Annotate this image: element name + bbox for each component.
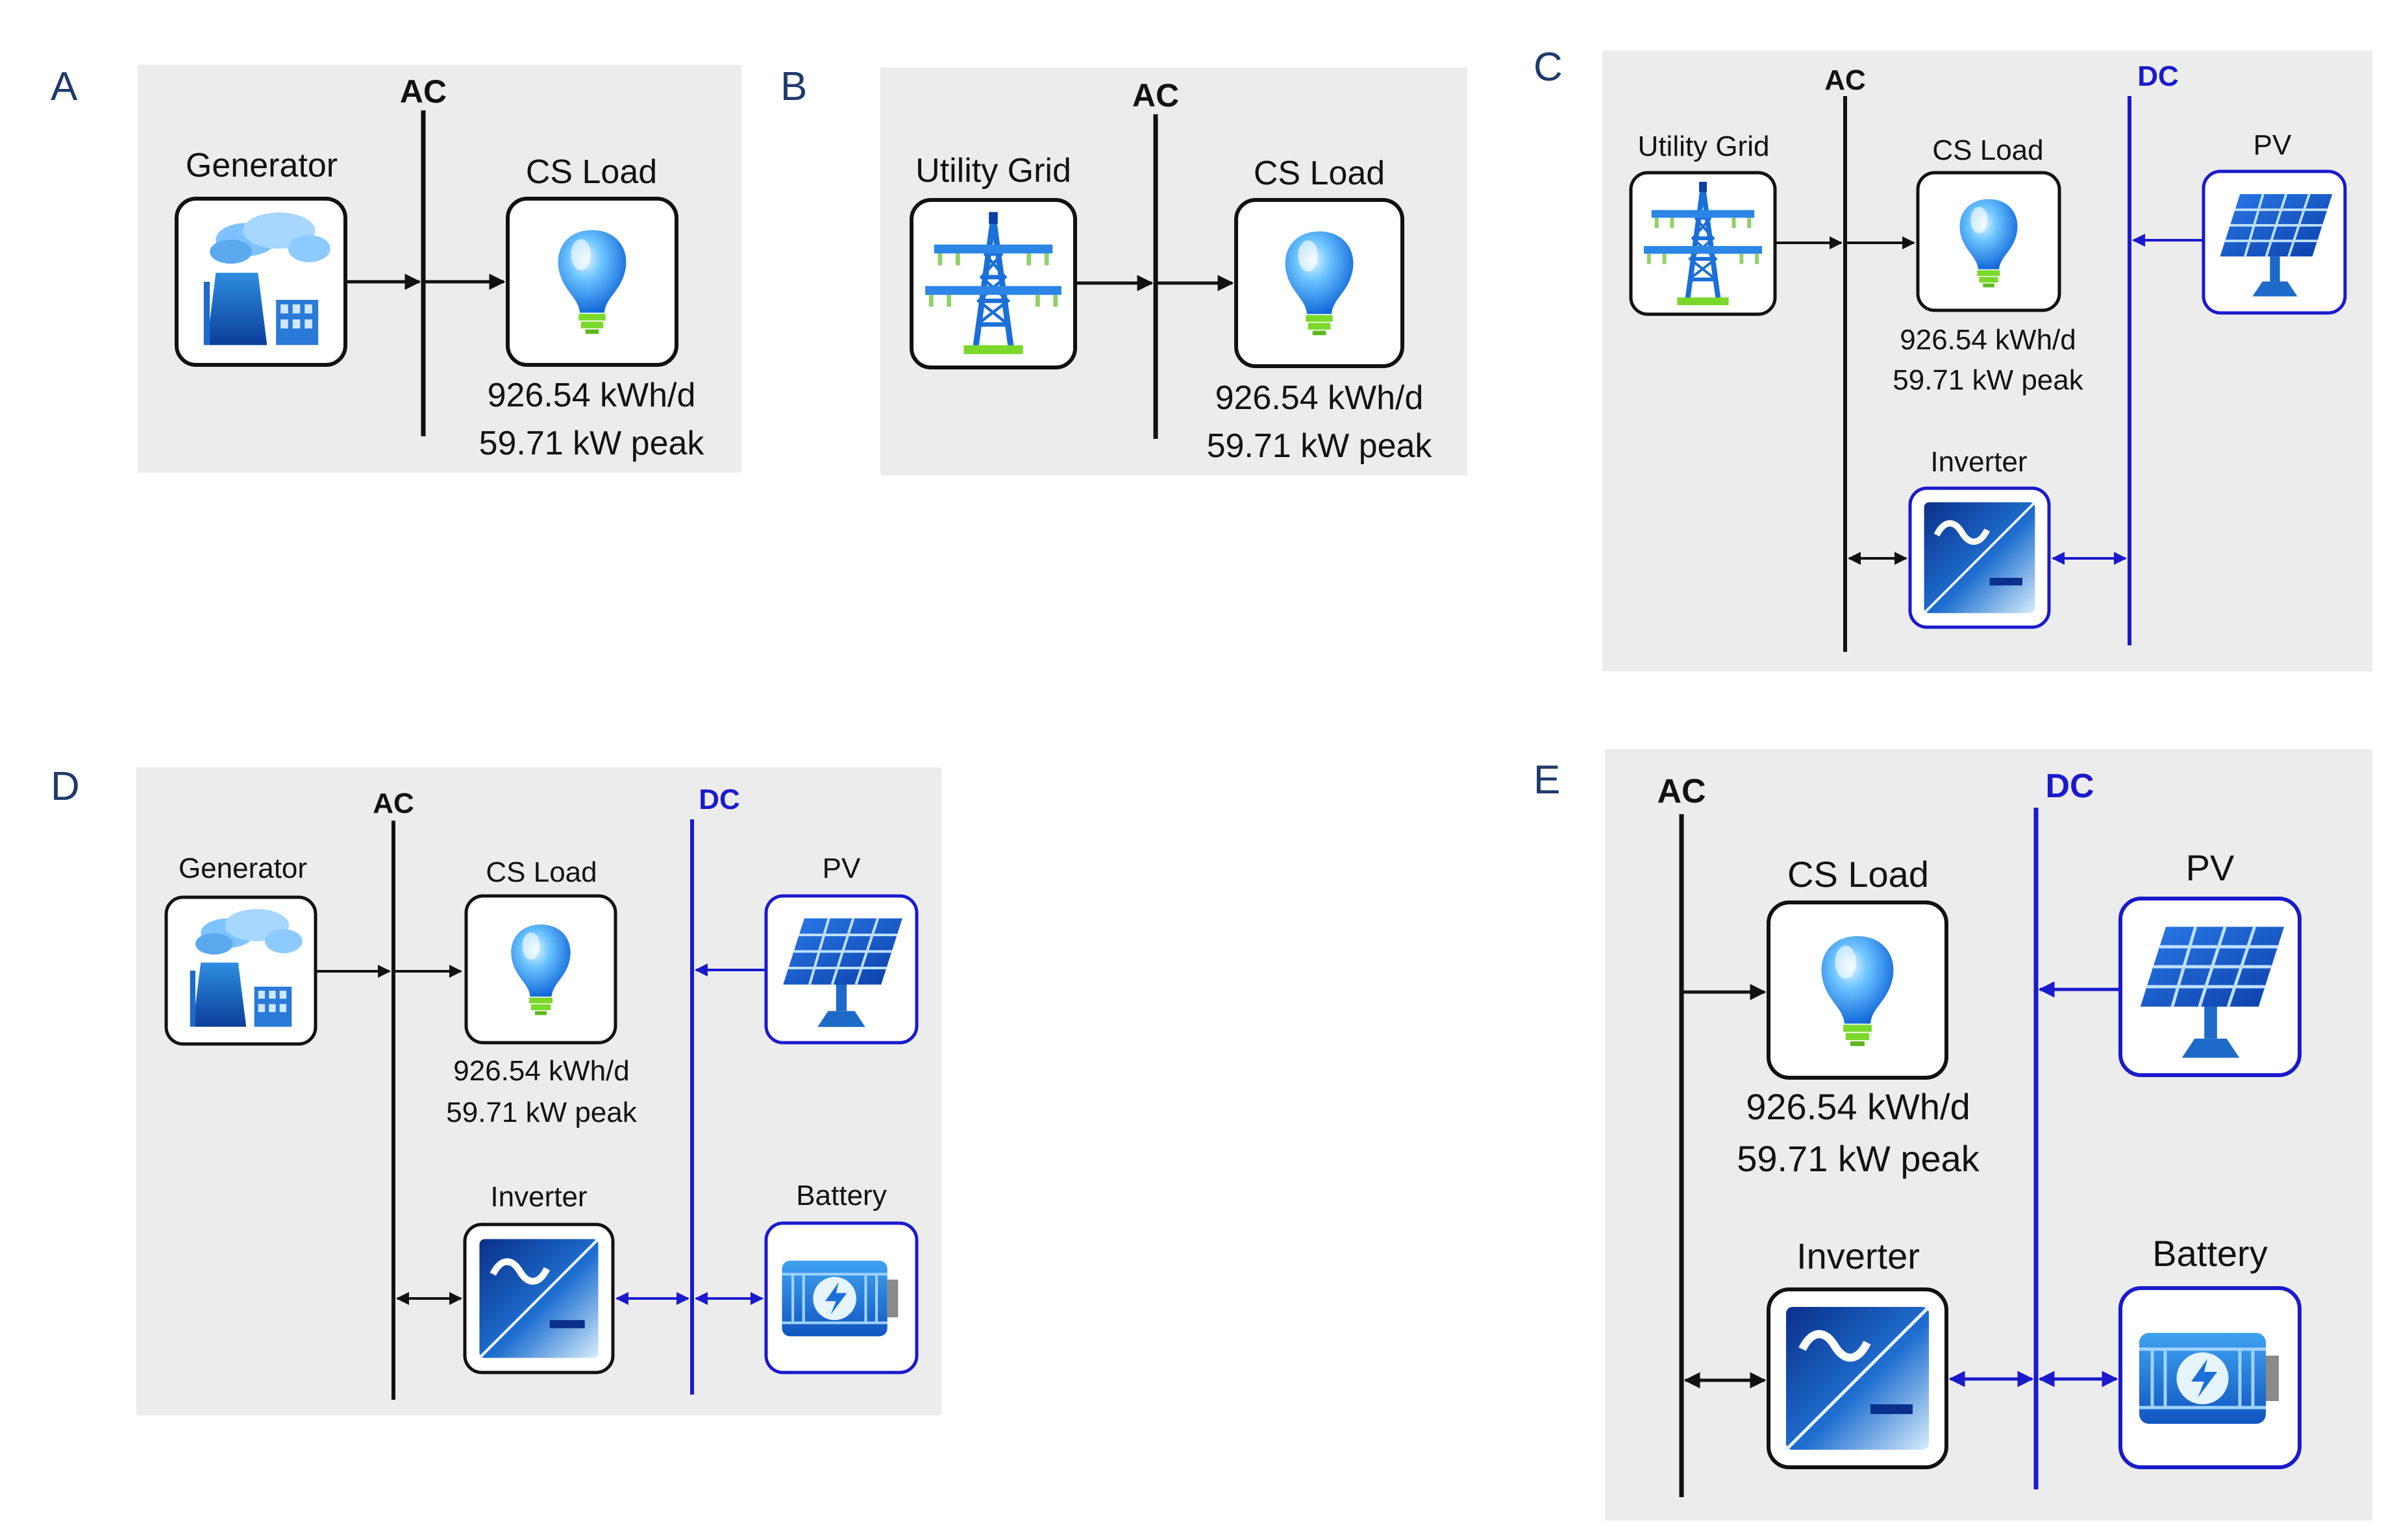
load-peak: 59.71 kW peak (1207, 427, 1433, 465)
load-peak: 59.71 kW peak (1893, 364, 2083, 396)
dc-bus-label: DC (699, 784, 740, 815)
ac-bus-label: AC (1824, 64, 1866, 96)
utility-grid-label: Utility Grid (915, 152, 1071, 190)
panel-a: A AC Generator CS Load 926.54 kWh/d 59.7… (51, 64, 741, 473)
dc-bus-label: DC (2137, 60, 2179, 92)
pv-label: PV (2186, 847, 2235, 888)
inverter-label: Inverter (1796, 1236, 1920, 1276)
pv-label: PV (2254, 129, 2292, 161)
load-label: CS Load (1932, 134, 2043, 166)
inverter-icon (1924, 503, 2035, 614)
battery-label: Battery (2152, 1233, 2267, 1274)
load-peak: 59.71 kW peak (446, 1097, 637, 1128)
ac-bus-label: AC (1657, 773, 1706, 810)
panel-letter-b: B (780, 64, 807, 109)
inverter-icon (479, 1239, 598, 1358)
panel-c: C AC DC Utility Grid CS Load 926.54 kWh/… (1533, 45, 2372, 671)
panel-letter-e: E (1533, 758, 1560, 802)
load-label: CS Load (1787, 854, 1929, 895)
panel-letter-c: C (1533, 45, 1563, 90)
battery-icon (782, 1261, 898, 1336)
ac-bus-label: AC (400, 73, 447, 110)
load-energy: 926.54 kWh/d (1215, 379, 1424, 417)
panel-letter-a: A (51, 64, 78, 109)
panel-d: D AC DC Generator CS Load 926.54 kWh/d 5… (51, 764, 941, 1415)
dc-bus-label: DC (2045, 767, 2094, 805)
inverter-label: Inverter (490, 1181, 587, 1213)
load-label: CS Load (1254, 155, 1385, 192)
battery-label: Battery (796, 1180, 886, 1211)
load-peak: 59.71 kW peak (479, 425, 705, 462)
pv-label: PV (823, 852, 861, 884)
generator-label: Generator (179, 852, 307, 884)
load-energy: 926.54 kWh/d (488, 377, 696, 414)
inverter-icon (1786, 1307, 1929, 1450)
load-label: CS Load (486, 856, 597, 888)
ac-bus-label: AC (373, 788, 414, 819)
panel-b: B AC Utility Grid CS Load 926.54 kWh/d 5… (780, 64, 1467, 475)
ac-bus-label: AC (1132, 77, 1179, 114)
load-peak: 59.71 kW peak (1737, 1138, 1980, 1179)
panel-letter-d: D (51, 764, 80, 809)
generator-label: Generator (186, 147, 338, 184)
load-label: CS Load (526, 153, 657, 191)
load-energy: 926.54 kWh/d (1900, 324, 2076, 356)
load-energy: 926.54 kWh/d (453, 1055, 630, 1087)
utility-grid-label: Utility Grid (1638, 130, 1770, 162)
inverter-label: Inverter (1930, 446, 2027, 478)
load-energy: 926.54 kWh/d (1746, 1086, 1970, 1127)
battery-icon (2139, 1333, 2279, 1424)
panel-e: E AC DC CS Load 926.54 kWh/d 59.71 kW pe… (1533, 749, 2372, 1521)
